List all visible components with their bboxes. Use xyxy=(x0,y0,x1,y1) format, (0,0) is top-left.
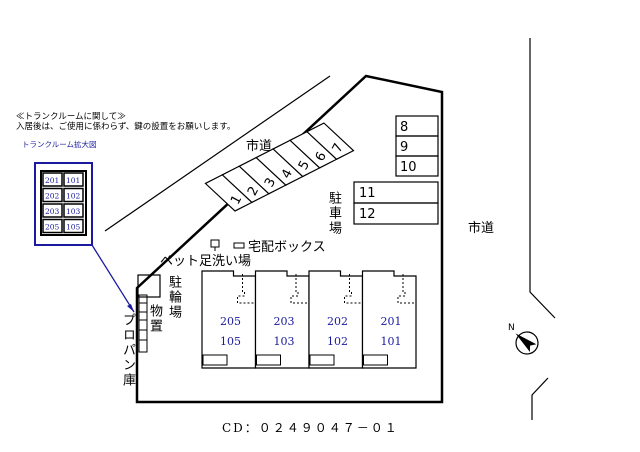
arrow-head-icon xyxy=(127,304,134,312)
unit-number-upper: 203 xyxy=(274,315,295,328)
notice-title: ≪トランクルームに関して≫ xyxy=(16,112,126,122)
trunk-room-103: 103 xyxy=(66,207,81,216)
road-label-top: 市道 xyxy=(246,138,272,154)
trunk-room-203: 203 xyxy=(45,207,60,216)
bicycle-parking-label: 駐輪場 xyxy=(166,275,181,320)
unit-number-lower: 101 xyxy=(381,335,402,348)
parking-space-7 xyxy=(305,122,355,160)
bicycle-parking xyxy=(137,274,161,298)
road-edge-right-lower xyxy=(531,377,549,420)
pet-wash-icon xyxy=(210,239,220,248)
unit-205-105: 205 105 xyxy=(201,270,257,369)
parking-number: 9 xyxy=(400,140,408,155)
unit-203-103: 203 103 xyxy=(254,270,310,369)
parking-number: 8 xyxy=(400,120,408,135)
trunk-room-105: 105 xyxy=(66,223,81,232)
trunk-map-frame xyxy=(34,162,93,246)
parking-number: 10 xyxy=(400,160,417,175)
parking-space-12 xyxy=(353,202,439,225)
propane-storage-label: プロパン庫 xyxy=(120,313,135,388)
trunk-room-205: 205 xyxy=(45,223,60,232)
unit-number-upper: 202 xyxy=(327,315,348,328)
parking-number: 12 xyxy=(359,207,376,222)
road-edge-right xyxy=(529,38,556,319)
unit-202-102: 202 102 xyxy=(308,270,364,369)
unit-number-lower: 102 xyxy=(327,335,348,348)
unit-number-lower: 103 xyxy=(274,335,295,348)
storage-units xyxy=(138,294,148,353)
trunk-room-101: 101 xyxy=(66,176,80,185)
parking-right: 8 9 10 11 12 xyxy=(353,115,439,225)
pet-wash-label: ペット足洗い場 xyxy=(160,254,251,269)
compass-north-label: N xyxy=(508,323,515,333)
parking-label: 駐車場 xyxy=(326,191,341,236)
trunk-room-102: 102 xyxy=(66,192,81,201)
storage-label: 物置 xyxy=(147,304,162,334)
unit-201-101: 201 101 xyxy=(361,270,417,369)
trunk-room-202: 202 xyxy=(45,192,60,201)
trunk-room-grid: 201 101 202 102 203 103 205 105 xyxy=(40,170,87,236)
delivery-box-icon xyxy=(233,242,245,249)
trunk-map-label: トランクルーム拡大図 xyxy=(22,139,97,149)
apartment-building: 205 105 203 103 202 102 201 101 xyxy=(201,270,417,369)
property-code: CD：０２４９０４７－０１ xyxy=(222,421,399,435)
road-label-right: 市道 xyxy=(468,220,494,236)
trunk-room-201: 201 xyxy=(45,176,59,185)
unit-number-lower: 105 xyxy=(220,335,241,348)
pointer-arrow xyxy=(91,244,135,313)
parking-space-10 xyxy=(395,155,439,177)
delivery-box-label: 宅配ボックス xyxy=(248,240,326,255)
road-edge-top xyxy=(104,75,331,232)
notice-body: 入居後は、ご使用に係わらず、鍵の設置をお願いします。 xyxy=(16,121,235,132)
unit-number-upper: 201 xyxy=(381,315,402,328)
parking-number: 11 xyxy=(359,186,376,201)
unit-number-upper: 205 xyxy=(220,315,241,328)
north-compass-icon xyxy=(515,331,539,355)
property-boundary xyxy=(135,74,444,404)
